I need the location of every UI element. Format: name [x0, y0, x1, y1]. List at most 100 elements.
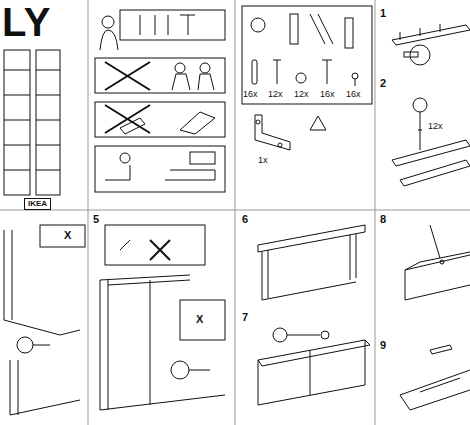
tools-figure: [120, 10, 225, 40]
warning-box: [105, 105, 150, 133]
step-5-panel: [120, 240, 130, 250]
step-number: 9: [380, 340, 386, 351]
tools-figure: [180, 15, 195, 35]
bookcase-figure: [36, 120, 60, 121]
step-4-panel: [10, 360, 11, 415]
page-border: [235, 0, 236, 425]
warning-box: [165, 170, 215, 180]
part-count: 16x: [346, 90, 361, 99]
step-5-panel: [180, 300, 225, 340]
step-7-panel: [321, 331, 329, 339]
step-8-panel: [405, 252, 470, 270]
step-4-panel: [10, 400, 80, 415]
bracket-part: [256, 120, 260, 124]
step-4-panel: [40, 225, 85, 247]
parts-box: [242, 6, 372, 104]
step-5-panel: [105, 225, 205, 265]
tools-figure: [168, 15, 169, 35]
bookcase-figure: [4, 170, 30, 171]
bookcase-figure: [36, 170, 60, 171]
step-1-panel: [392, 24, 470, 65]
bracket-part: [278, 143, 282, 147]
warning-box: [95, 58, 225, 192]
parts-box: [310, 14, 333, 44]
cross-mark: X: [64, 230, 71, 241]
tools-figure: [102, 16, 114, 28]
step-number: 6: [242, 214, 248, 225]
step-4-panel: [18, 360, 19, 415]
step-4-panel: [4, 230, 5, 320]
step-1-panel: [420, 28, 421, 36]
step-number: 7: [242, 312, 248, 323]
parts-box: [296, 73, 306, 83]
step-2-panel: [400, 160, 470, 186]
parts-box: [290, 14, 298, 44]
bookcase-figure: [36, 95, 60, 96]
warning-box: [175, 63, 185, 73]
bracket-part: [255, 115, 326, 150]
step-4-panel: [33, 345, 50, 346]
bookcase-figure: [4, 95, 30, 96]
step-2-panel: [392, 98, 470, 186]
warning-box: [105, 105, 150, 133]
bookcase-figure: [36, 70, 60, 71]
step-5-panel: [100, 225, 225, 410]
step-number: 1: [380, 8, 386, 19]
bracket-part: [255, 115, 290, 150]
part-count: 12x: [428, 122, 443, 131]
part-count: 12x: [268, 90, 283, 99]
step-1-panel: [392, 25, 470, 45]
warning-box: [200, 63, 210, 73]
step-7-panel: [287, 335, 320, 336]
parts-box: [345, 18, 353, 48]
step-5-panel: [100, 275, 190, 410]
step-8-panel: [405, 255, 470, 300]
bracket-part: [310, 116, 326, 130]
bookcase-figure: [4, 50, 30, 195]
step-1-panel: [410, 45, 430, 65]
step-9-panel: [400, 345, 470, 410]
tools-figure: [155, 15, 156, 35]
bookcase-figure: [4, 50, 60, 195]
step-7-panel: [258, 328, 370, 405]
step-1-panel: [400, 32, 401, 40]
step-number: 5: [93, 214, 99, 225]
bookcase-figure: [36, 50, 60, 195]
step-7-panel: [273, 328, 287, 342]
page-border: [88, 0, 89, 425]
bookcase-figure: [4, 145, 30, 146]
cross-mark: X: [196, 314, 203, 325]
step-2-panel: [418, 130, 422, 131]
step-5-panel: [189, 370, 210, 371]
parts-box: [322, 60, 332, 84]
step-9-panel: [420, 378, 460, 392]
step-5-panel: [100, 395, 225, 410]
step-9-panel: [430, 345, 452, 354]
warning-box: [190, 152, 215, 164]
parts-box: [242, 6, 372, 104]
step-7-panel: [310, 350, 311, 395]
warning-box: [105, 62, 150, 90]
page-border: [375, 0, 376, 425]
bookcase-figure: [36, 145, 60, 146]
parts-box: [252, 60, 257, 84]
step-4-panel: [17, 337, 33, 353]
part-count: 1x: [258, 156, 268, 165]
step-6-panel: [258, 225, 365, 252]
step-6-panel: [262, 234, 356, 300]
step-7-panel: [258, 340, 365, 405]
parts-box: [273, 60, 281, 84]
tools-figure: [100, 10, 225, 50]
brand-logo: IKEA: [24, 198, 51, 210]
step-8-panel: [440, 260, 444, 264]
parts-box: [251, 18, 265, 32]
step-4-panel: [12, 230, 13, 320]
warning-box: [95, 102, 225, 137]
warning-box: [105, 165, 130, 180]
step-9-panel: [400, 370, 470, 410]
warning-box: [95, 58, 225, 93]
step-5-panel: [150, 240, 170, 260]
step-8-panel: [405, 225, 470, 300]
